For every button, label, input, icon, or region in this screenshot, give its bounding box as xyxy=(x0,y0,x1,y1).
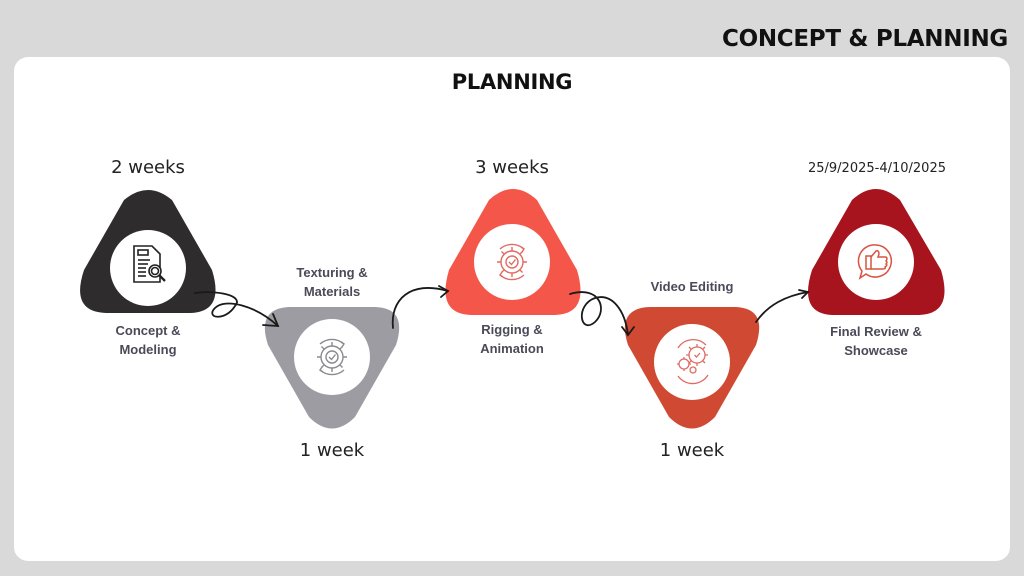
document-search-icon xyxy=(133,245,166,283)
step-3-duration: 3 weeks xyxy=(475,157,549,178)
arrow-3-to-4-head xyxy=(621,326,635,337)
step-1-concept-modeling xyxy=(80,190,216,313)
step-4-video-editing xyxy=(624,307,760,429)
step-4-duration: 1 week xyxy=(659,440,725,461)
gears-cycle-icon xyxy=(677,339,709,385)
step-1-label: Concept & Modeling xyxy=(115,323,181,357)
arrow-2-to-3 xyxy=(391,287,449,329)
step-2-texturing-materials xyxy=(264,307,400,429)
step-3-rigging-animation xyxy=(445,189,581,315)
step-1-duration: 2 weeks xyxy=(111,157,185,178)
arrow-1-to-2 xyxy=(194,291,279,327)
panel-title: PLANNING xyxy=(451,70,573,94)
arrow-4-to-5 xyxy=(755,291,809,323)
step-5-final-review-showcase xyxy=(808,189,945,315)
arrow-2-to-3-head xyxy=(438,285,450,298)
flow-arrows xyxy=(194,285,810,337)
gear-check-icon xyxy=(317,338,347,376)
step-2-label: Texturing & Materials xyxy=(296,265,368,299)
step-2-duration: 1 week xyxy=(299,440,365,461)
step-3-label: Rigging & Animation xyxy=(480,322,544,356)
step-4-label: Video Editing xyxy=(650,279,734,294)
header-title: CONCEPT & PLANNING xyxy=(722,26,1008,52)
arrow-3-to-4 xyxy=(569,291,629,336)
arrow-4-to-5-head xyxy=(798,289,810,299)
arrow-1-to-2-head xyxy=(262,313,280,327)
thumbs-up-chat-icon xyxy=(857,244,893,280)
step-5-label: Final Review & Showcase xyxy=(830,324,922,358)
step-5-date-range: 25/9/2025-4/10/2025 xyxy=(807,161,946,176)
gear-check-icon xyxy=(497,243,527,281)
